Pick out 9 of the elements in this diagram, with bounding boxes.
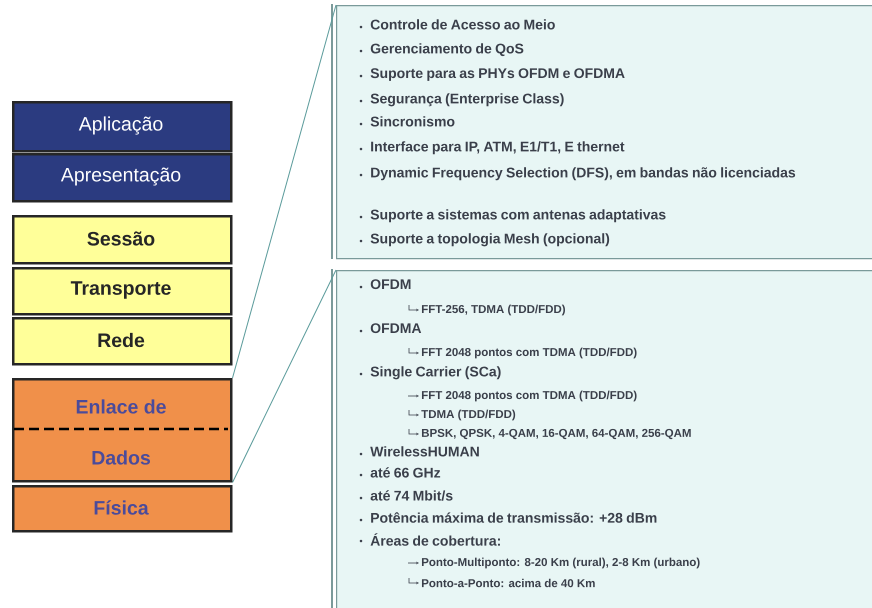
layer-box: Aplicação <box>12 101 232 152</box>
layer-box: Enlace de Dados <box>12 378 232 482</box>
layer-box: Apresentação <box>12 153 232 202</box>
leader-line <box>232 4 336 378</box>
layer-box: Transporte <box>12 267 232 316</box>
layer-box: Sessão <box>12 215 232 264</box>
leader-line <box>232 270 336 483</box>
layer-box: Rede <box>12 317 232 366</box>
layer-box: Física <box>12 485 232 532</box>
